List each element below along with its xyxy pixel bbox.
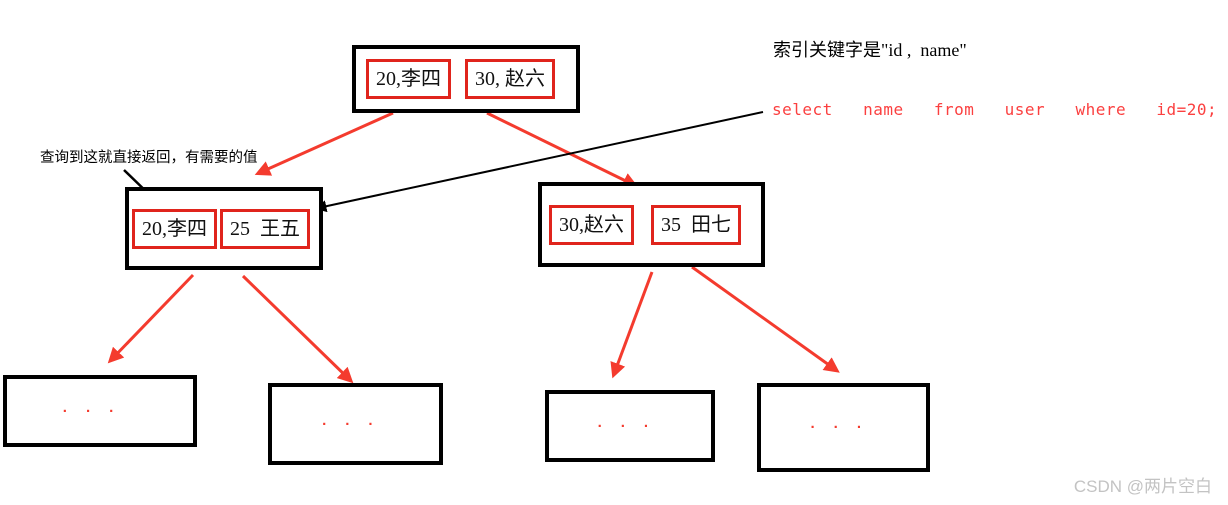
leaf-node: · · · — [545, 390, 715, 462]
key-cell: 20,李四 — [132, 208, 217, 249]
ellipsis-dots: · · · — [597, 417, 656, 435]
leaf-node: · · · — [757, 383, 930, 472]
direct-return-note: 查询到这就直接返回，有需要的值 — [40, 150, 258, 166]
ellipsis-dots: · · · — [62, 402, 122, 420]
key-cell: 20,李四 — [366, 59, 451, 99]
ellipsis-dots: · · · — [322, 415, 381, 433]
csdn-watermark: CSDN @两片空白 — [1073, 477, 1212, 496]
arrow-left-child-to-leaf-1 — [107, 273, 195, 364]
root-node: 20,李四 30, 赵六 — [352, 45, 580, 113]
right-child-node: 30,赵六 35 田七 — [538, 182, 765, 267]
arrow-right-child-to-leaf-4 — [691, 265, 840, 373]
ellipsis-dots: · · · — [810, 419, 869, 436]
left-child-node: 20,李四 25 王五 — [125, 187, 323, 270]
key-cell: 35 田七 — [651, 204, 741, 245]
key-cell: 30, 赵六 — [465, 59, 555, 99]
leaf-node: · · · — [3, 375, 197, 447]
key-cell: 25 王五 — [220, 208, 310, 249]
index-key-note: 索引关键字是"id , name" — [773, 40, 967, 60]
arrow-root-to-right-child — [486, 111, 639, 188]
sql-query-text: select name from user where id=20; — [772, 100, 1218, 119]
arrow-root-to-left-child — [254, 111, 394, 176]
key-cell: 30,赵六 — [549, 204, 634, 245]
arrow-left-child-to-leaf-2 — [241, 274, 354, 384]
arrow-right-child-to-leaf-3 — [610, 271, 654, 379]
leaf-node: · · · — [268, 383, 443, 465]
